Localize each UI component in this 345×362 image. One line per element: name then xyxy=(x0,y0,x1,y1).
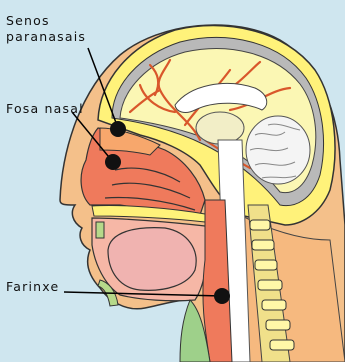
label-senos-line2: paranasais xyxy=(6,30,86,44)
label-fosa-nasal: Fosa nasal xyxy=(6,102,84,116)
thalamus xyxy=(196,112,244,144)
cerebellum xyxy=(246,116,310,184)
marker-senos-paranasais xyxy=(110,121,126,137)
label-senos-line1: Senos xyxy=(6,14,50,28)
tongue xyxy=(108,228,196,291)
label-farinxe: Farinxe xyxy=(6,280,59,294)
marker-fosa-nasal xyxy=(105,154,121,170)
marker-farinxe xyxy=(214,288,230,304)
